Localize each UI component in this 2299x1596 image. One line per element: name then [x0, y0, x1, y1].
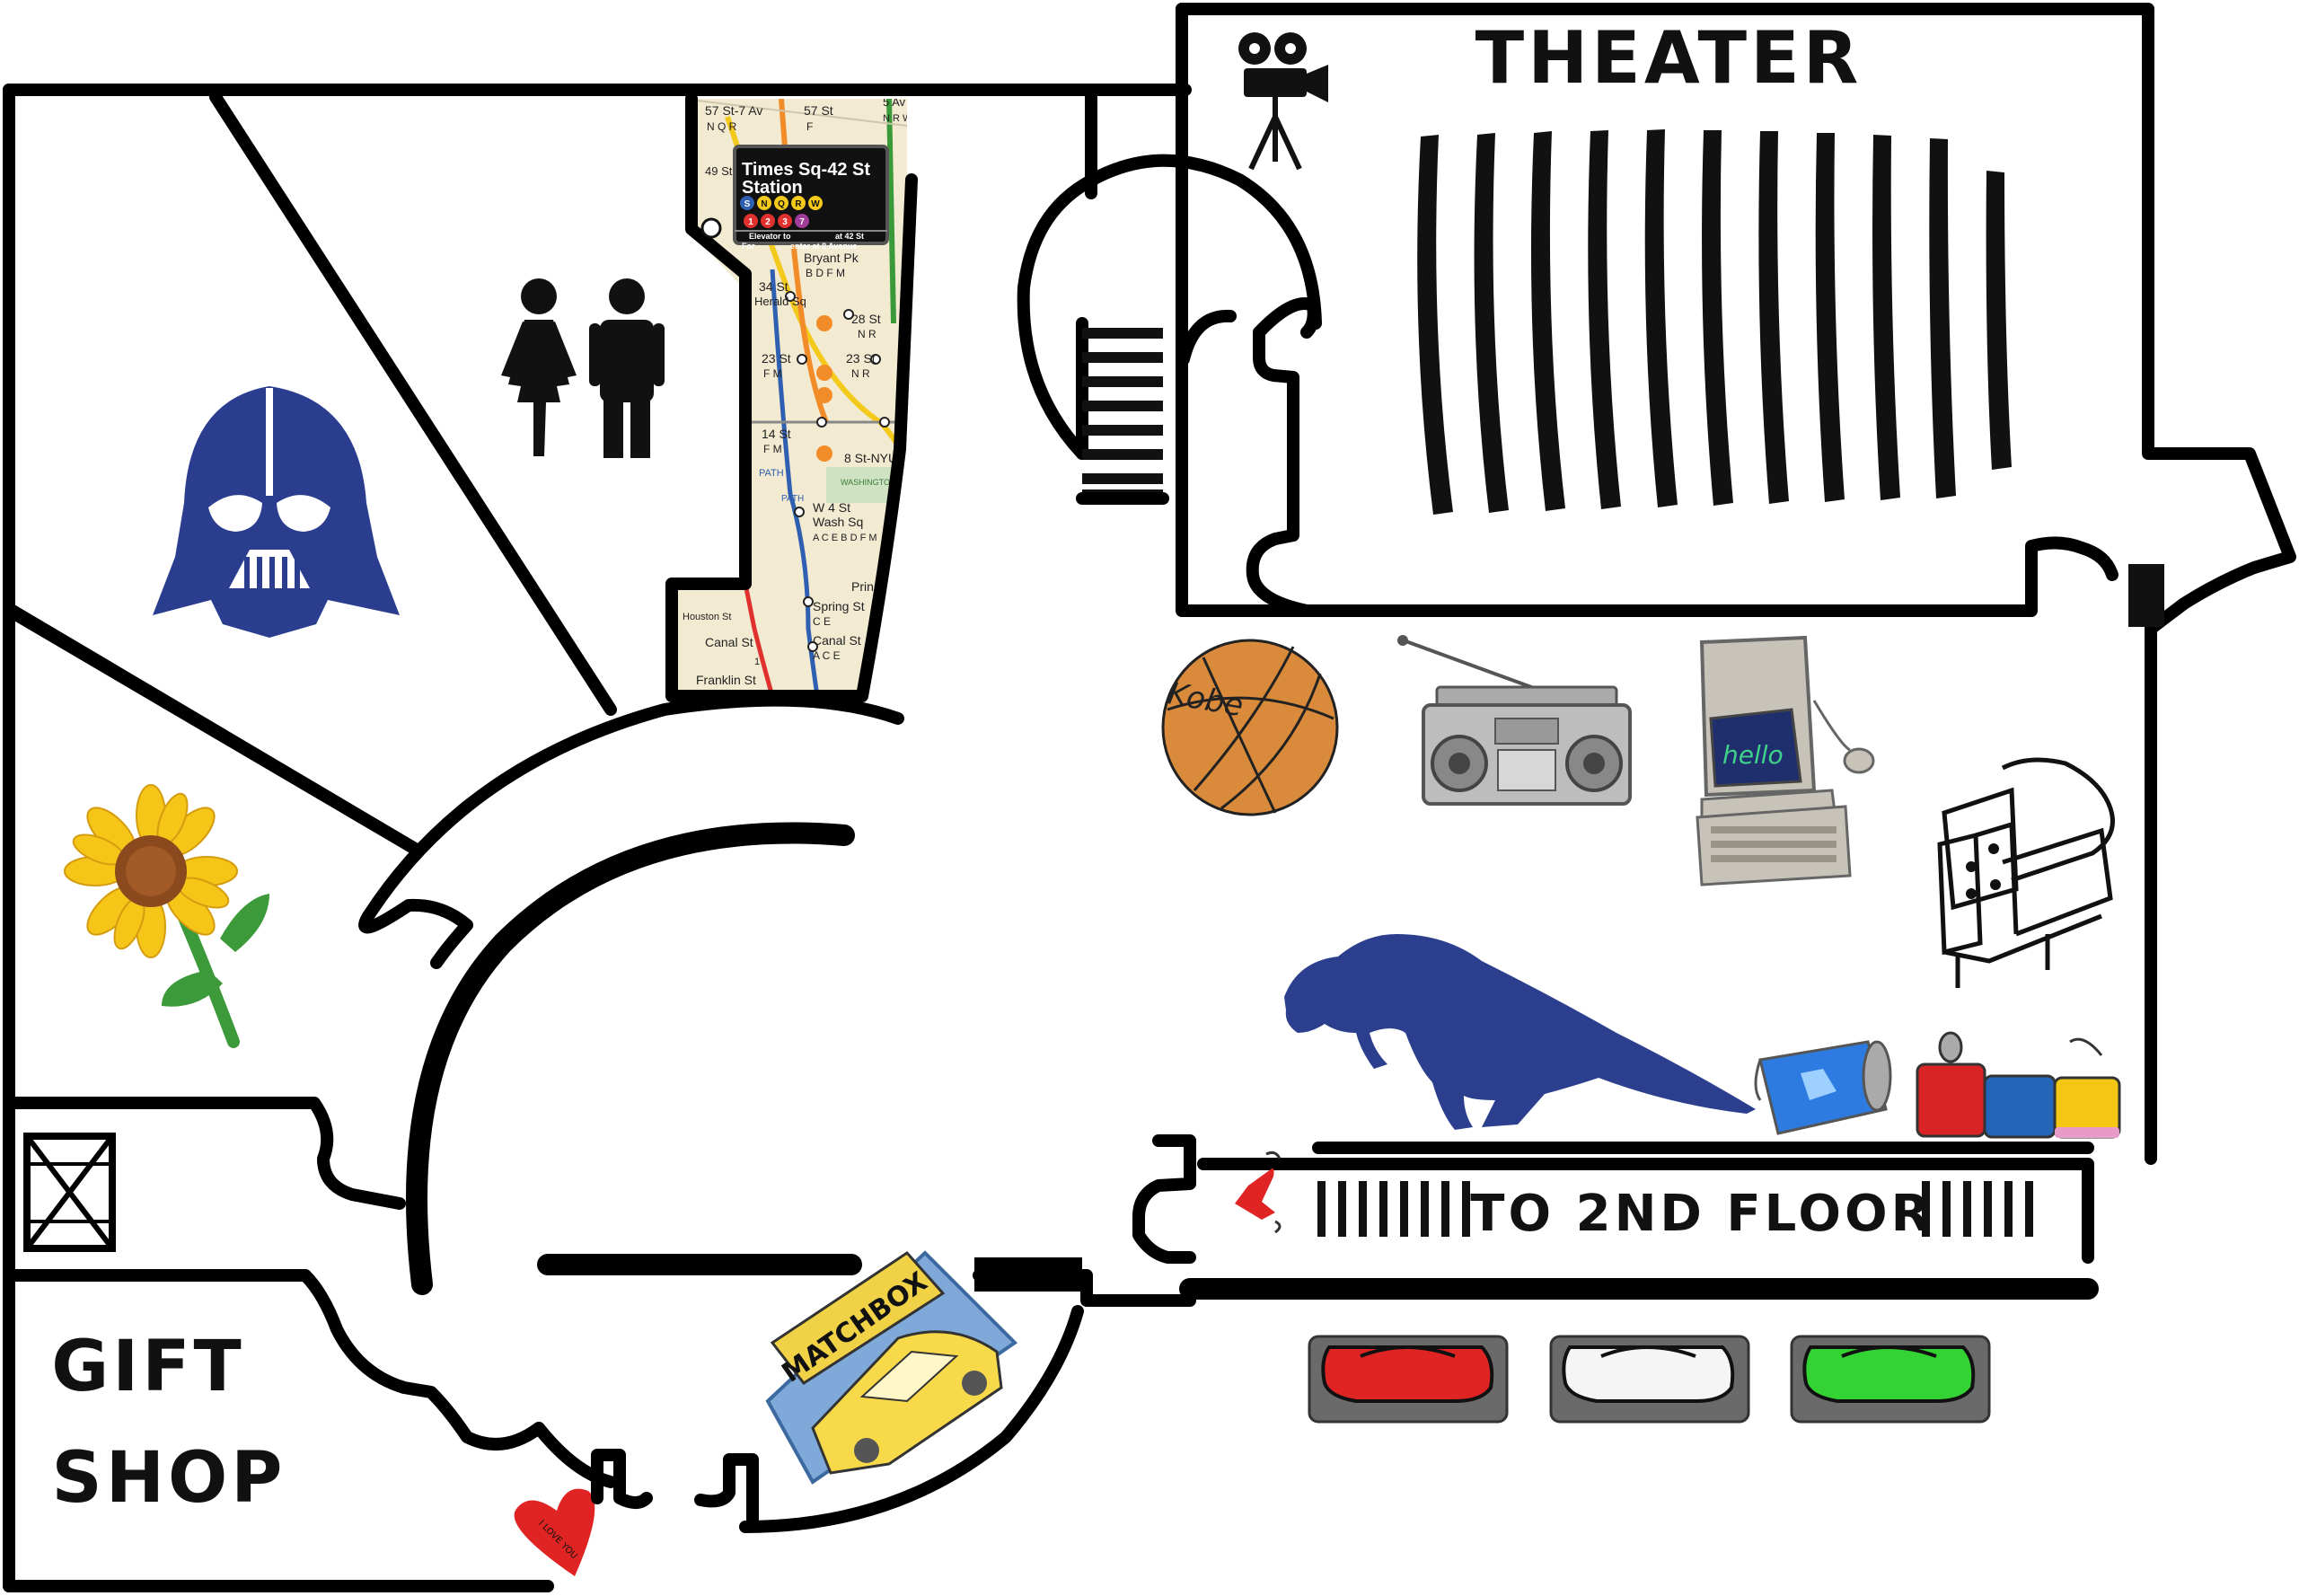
dinosaur-icon[interactable]: [1284, 934, 1756, 1130]
gift-shop-label-line2: SHOP: [52, 1438, 286, 1519]
elevator-shaft: [2128, 564, 2164, 627]
line-label-nr-2: N R: [851, 367, 870, 380]
station-houston-st: Houston St: [683, 612, 731, 622]
line-label-1b: 1: [709, 567, 715, 578]
route-badge-r: R: [795, 199, 802, 209]
computer-screen-text: hello: [1722, 740, 1784, 770]
line-label-nrw: N R W: [883, 113, 912, 124]
route-badge-w: W: [811, 199, 820, 209]
line-label-ace: A C E: [813, 649, 841, 662]
station-sign-title-line2: Station: [742, 178, 803, 198]
theater-seating: [1417, 129, 2012, 515]
elevator-icon[interactable]: [23, 1133, 116, 1252]
route-badge-7: 7: [799, 217, 805, 227]
line-label-path: PATH: [759, 468, 784, 479]
subway-map[interactable]: 57 St-7 Av N Q R 57 St F 5 Av N R W 49 S…: [665, 93, 956, 705]
station-canal-st-a: Canal St: [705, 635, 753, 649]
boombox-icon[interactable]: [1397, 635, 1632, 806]
station-canal-st-b: Canal St: [813, 633, 861, 648]
station-14st: 14 St: [762, 427, 791, 441]
stairwell[interactable]: TO 2ND FLOOR: [973, 1134, 2099, 1307]
heart-icon[interactable]: I LOVE YOU: [514, 1488, 595, 1576]
station-sign-title-line1: Times Sq-42 St: [742, 160, 870, 180]
theater-room[interactable]: THEATER: [1017, 3, 2296, 635]
line-label-nqr: N Q R: [707, 120, 737, 133]
theater-label: THEATER: [1475, 16, 1863, 100]
station-57st: 57 St: [804, 103, 833, 118]
rotunda: [358, 693, 1084, 1533]
paint-cans-icon[interactable]: [1916, 1031, 2121, 1139]
gift-shop-room[interactable]: GIFT SHOP: [51, 1327, 286, 1519]
steps-right: [1922, 1181, 2033, 1237]
line-label-nr: N R: [858, 328, 876, 340]
route-badge-1: 1: [748, 217, 753, 227]
route-badge-3: 3: [782, 217, 788, 227]
steps-left: [1317, 1181, 1470, 1237]
line-label-fm: F M: [763, 367, 782, 380]
station-23st-b: 23 St: [846, 351, 876, 366]
piano-icon[interactable]: [1937, 757, 2115, 988]
stair-block: [974, 1257, 1082, 1292]
boomerang-icon[interactable]: [1235, 1151, 1282, 1234]
station-w4st: W 4 St: [813, 500, 850, 515]
elevator-note-line1b: at 42 St: [835, 232, 864, 241]
sunflower-icon[interactable]: [64, 784, 269, 1048]
restroom-icon[interactable]: [501, 278, 665, 458]
elevator-note-line2: For: [742, 242, 755, 251]
elevator-note-line2b: enter at 8 Avenue: [790, 242, 857, 251]
gift-shop-label-line1: GIFT: [51, 1327, 245, 1407]
green-car-icon[interactable]: [1790, 1335, 1991, 1424]
station-28st: 28 St: [851, 312, 881, 326]
darth-vader-helmet-icon[interactable]: [153, 386, 400, 638]
retro-computer-icon[interactable]: hello: [1696, 635, 1875, 886]
line-label-ce: C E: [813, 615, 831, 628]
station-8st-nyu: 8 St-NYU: [844, 451, 897, 465]
white-car-icon[interactable]: [1549, 1335, 1750, 1424]
elevator-note-line1: Elevator to: [749, 232, 791, 241]
door-stubs: [591, 1449, 759, 1529]
station-23st-a: 23 St: [762, 351, 791, 366]
route-badge-s: S: [744, 199, 751, 209]
station-herald-sq: Herald Sq: [754, 295, 806, 308]
station-wash-sq: Wash Sq: [813, 515, 863, 529]
station-christopher-st: Christopher St: [683, 549, 745, 560]
station-34st: 34 St: [759, 279, 788, 294]
route-badge-q: Q: [778, 199, 785, 209]
stairs-label: TO 2ND FLOOR: [1470, 1185, 1933, 1243]
route-badges: S N Q R W 1 2 3 7: [740, 196, 823, 228]
station-bryant-pk: Bryant Pk: [804, 251, 859, 265]
red-car-icon[interactable]: [1308, 1335, 1509, 1424]
washington-square-park-label: WASHINGTON SQUARE PARK: [841, 478, 956, 487]
path-label: PATH: [781, 494, 804, 504]
line-label-acebdfm: A C E B D F M: [813, 533, 877, 543]
line-label-bdfm: B D F M: [806, 267, 845, 279]
line-label-f: F: [806, 120, 813, 133]
recycling-can-icon[interactable]: [1754, 1040, 1892, 1135]
outer-walls: [3, 84, 2157, 1592]
basketball-icon[interactable]: Kobe: [1161, 639, 1339, 816]
route-badge-2: 2: [765, 217, 771, 227]
station-franklin-st: Franklin St: [696, 673, 756, 687]
station-5av: 5 Av: [883, 95, 906, 109]
station-57st-7av: 57 St-7 Av: [705, 103, 762, 118]
line-label-fm-2: F M: [763, 443, 782, 455]
line-label-1: 1: [754, 657, 760, 667]
station-spring-st: Spring St: [813, 599, 865, 613]
interior-walls: [6, 91, 617, 1451]
times-square-station-sign: Times Sq-42 St Station S N Q R W 1 2 3 7…: [733, 145, 889, 251]
route-badge-n: N: [761, 199, 767, 209]
station-49st: 49 St: [705, 164, 733, 178]
tower-stairs: [1082, 328, 1163, 498]
movie-camera-icon: [1238, 32, 1328, 171]
